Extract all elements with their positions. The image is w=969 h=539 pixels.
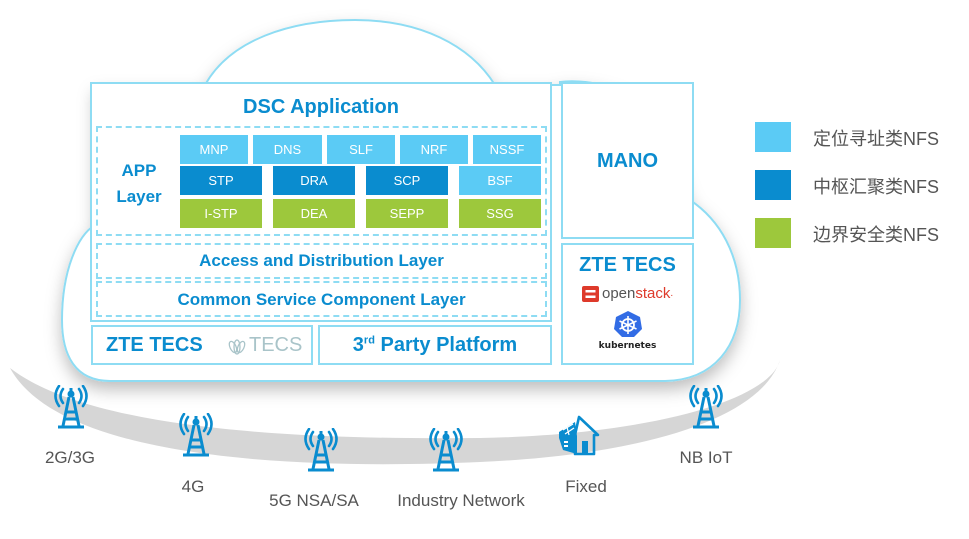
kubernetes-text: kubernetes <box>598 341 657 351</box>
tecs-leaf-icon <box>228 338 246 355</box>
nf-box-scp: SCP <box>366 166 448 195</box>
access-layer-panel <box>96 243 547 279</box>
app-layer-label-line2: Layer <box>116 187 162 206</box>
third-party-num: 3 <box>352 334 364 356</box>
nf-box-dea: DEA <box>273 199 355 228</box>
legend-swatch-hub <box>755 170 791 200</box>
app-layer-panel <box>96 126 547 236</box>
cell-tower-icon-2g-3g <box>53 384 89 429</box>
nf-box-stp: STP <box>180 166 262 195</box>
nf-box-sepp: SEPP <box>366 199 448 228</box>
nf-box-slf: SLF <box>327 135 395 164</box>
kubernetes-logo: kubernetes <box>561 310 694 351</box>
common-layer-label: Common Service Component Layer <box>177 290 466 309</box>
network-arc <box>10 360 780 465</box>
third-party-rest: Party Platform <box>374 334 518 356</box>
openstack-text-b: stack <box>635 285 671 302</box>
dsc-application-title: DSC Application <box>243 96 399 118</box>
network-label-5g-nsa-sa: 5G NSA/SA <box>269 491 359 510</box>
mano-panel <box>561 82 694 239</box>
third-party-platform-label: 3rd Party Platform <box>318 334 552 357</box>
mano-label: MANO <box>596 150 659 172</box>
network-label-4g: 4G <box>181 477 205 496</box>
tecs-logo: TECS <box>228 334 302 357</box>
openstack-icon <box>582 285 599 302</box>
nf-box-dra: DRA <box>273 166 355 195</box>
house-icon-fixed <box>555 414 600 458</box>
cell-tower-icon-nb-iot <box>688 384 724 429</box>
nf-box-nssf: NSSF <box>473 135 541 164</box>
infra-panel <box>561 243 694 365</box>
tecs-logo-text: TECS <box>249 334 303 356</box>
network-label-2g-3g: 2G/3G <box>44 448 96 467</box>
nf-box-ssg: SSG <box>459 199 541 228</box>
zte-tecs-platform-label: ZTE TECS <box>106 334 203 356</box>
cell-tower-icon-5g-nsa-sa <box>303 427 339 472</box>
common-layer-panel <box>96 281 547 317</box>
openstack-dot: . <box>670 288 674 299</box>
access-layer-label: Access and Distribution Layer <box>199 251 444 270</box>
legend-swatch-addressing <box>755 122 791 152</box>
third-party-platform-box <box>318 325 552 365</box>
legend-label-addressing: 定位寻址类NFS <box>813 129 939 149</box>
cell-tower-icon-industry-network <box>428 427 464 472</box>
nf-box-mnp: MNP <box>180 135 248 164</box>
app-layer-label-line1: APP <box>121 161 157 180</box>
legend-label-border: 边界安全类NFS <box>813 225 939 245</box>
openstack-text-a: open <box>602 285 636 302</box>
infra-title: ZTE TECS <box>579 254 676 276</box>
network-label-fixed: Fixed <box>565 477 607 496</box>
app-layer-label: APP Layer <box>104 158 174 210</box>
network-label-nb-iot: NB IoT <box>679 448 733 467</box>
kubernetes-helm-icon <box>613 311 642 337</box>
nf-box-dns: DNS <box>253 135 322 164</box>
third-party-sup: rd <box>363 334 375 347</box>
nf-box-bsf: BSF <box>459 166 541 195</box>
legend-label-hub: 中枢汇聚类NFS <box>813 177 939 197</box>
cell-tower-icon-4g <box>178 412 214 457</box>
nf-box-i-stp: I-STP <box>180 199 262 228</box>
nf-box-nrf: NRF <box>400 135 468 164</box>
legend-swatch-border <box>755 218 791 248</box>
network-label-industry-network: Industry Network <box>397 491 525 510</box>
zte-tecs-platform-box <box>91 325 313 365</box>
